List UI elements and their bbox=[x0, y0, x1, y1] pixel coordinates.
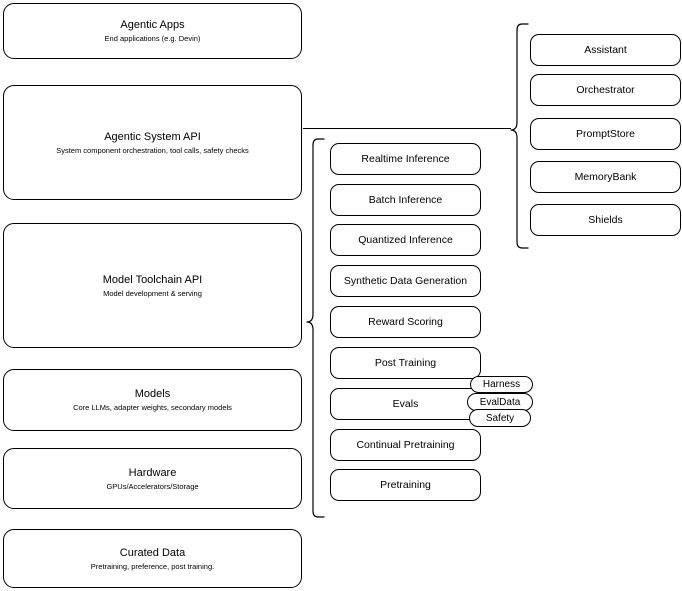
toolchain-box-realtime-inference[interactable]: Realtime Inference bbox=[330, 143, 481, 175]
evals-badge-label: Harness bbox=[482, 379, 521, 390]
toolchain-box-post-training[interactable]: Post Training bbox=[330, 347, 481, 379]
toolchain-box-pretraining[interactable]: Pretraining bbox=[330, 469, 481, 501]
system-box-assistant[interactable]: Assistant bbox=[530, 34, 681, 66]
layer-title: Agentic Apps bbox=[120, 19, 185, 31]
layer-title: Models bbox=[134, 388, 171, 400]
brace-system-components bbox=[510, 23, 529, 249]
layer-box-models[interactable]: Models Core LLMs, adapter weights, secon… bbox=[3, 369, 302, 431]
toolchain-box-synthetic-data-generation[interactable]: Synthetic Data Generation bbox=[330, 265, 481, 297]
layer-title: Hardware bbox=[128, 466, 177, 479]
layer-subtitle: End applications (e.g. Devin) bbox=[104, 34, 201, 43]
layer-title: Curated Data bbox=[119, 546, 186, 559]
system-label: PromptStore bbox=[576, 128, 635, 140]
layer-subtitle: Core LLMs, adapter weights, secondary mo… bbox=[73, 403, 232, 412]
brace-toolchain bbox=[306, 138, 325, 518]
system-label: Shields bbox=[588, 214, 623, 226]
system-box-shields[interactable]: Shields bbox=[530, 204, 681, 236]
toolchain-label: Pretraining bbox=[380, 479, 431, 491]
layer-subtitle: System component orchestration, tool cal… bbox=[56, 145, 249, 155]
evals-badge-safety[interactable]: Safety bbox=[469, 409, 531, 427]
system-label: MemoryBank bbox=[574, 171, 637, 183]
evals-badge-label: EvalData bbox=[479, 396, 521, 408]
toolchain-box-batch-inference[interactable]: Batch Inference bbox=[330, 184, 481, 216]
layer-box-hardware[interactable]: Hardware GPUs/Accelerators/Storage bbox=[3, 448, 302, 509]
layer-title: Model Toolchain API bbox=[102, 273, 203, 286]
toolchain-label: Continual Pretraining bbox=[356, 439, 455, 451]
toolchain-box-reward-scoring[interactable]: Reward Scoring bbox=[330, 306, 481, 338]
toolchain-label: Quantized Inference bbox=[358, 234, 453, 246]
toolchain-label: Synthetic Data Generation bbox=[343, 275, 468, 287]
layer-title: Agentic System API bbox=[104, 130, 201, 143]
layer-subtitle: Model development & serving bbox=[103, 288, 202, 298]
system-label: Orchestrator bbox=[576, 84, 635, 96]
system-box-memorybank[interactable]: MemoryBank bbox=[530, 161, 681, 193]
layer-box-agentic-system-api[interactable]: Agentic System API System component orch… bbox=[3, 85, 302, 200]
toolchain-label: Reward Scoring bbox=[368, 316, 443, 328]
system-label: Assistant bbox=[584, 44, 627, 56]
system-box-orchestrator[interactable]: Orchestrator bbox=[530, 74, 681, 106]
evals-badge-label: Safety bbox=[485, 412, 515, 424]
layer-box-agentic-apps[interactable]: Agentic Apps End applications (e.g. Devi… bbox=[3, 3, 302, 59]
toolchain-box-continual-pretraining[interactable]: Continual Pretraining bbox=[330, 429, 481, 461]
layer-subtitle: Pretraining, preference, post training. bbox=[90, 561, 215, 571]
evals-badge-harness[interactable]: Harness bbox=[470, 376, 533, 393]
connector-line-system-api-to-components bbox=[303, 128, 511, 129]
toolchain-label: Post Training bbox=[374, 357, 437, 369]
system-box-promptstore[interactable]: PromptStore bbox=[530, 118, 681, 150]
layer-box-model-toolchain-api[interactable]: Model Toolchain API Model development & … bbox=[3, 223, 302, 348]
layer-subtitle: GPUs/Accelerators/Storage bbox=[106, 481, 199, 491]
layer-box-curated-data[interactable]: Curated Data Pretraining, preference, po… bbox=[3, 529, 302, 588]
toolchain-box-quantized-inference[interactable]: Quantized Inference bbox=[330, 224, 481, 256]
toolchain-label: Evals bbox=[392, 398, 419, 410]
toolchain-label: Realtime Inference bbox=[361, 153, 450, 165]
toolchain-label: Batch Inference bbox=[368, 194, 443, 206]
toolchain-box-evals[interactable]: Evals bbox=[330, 388, 481, 420]
